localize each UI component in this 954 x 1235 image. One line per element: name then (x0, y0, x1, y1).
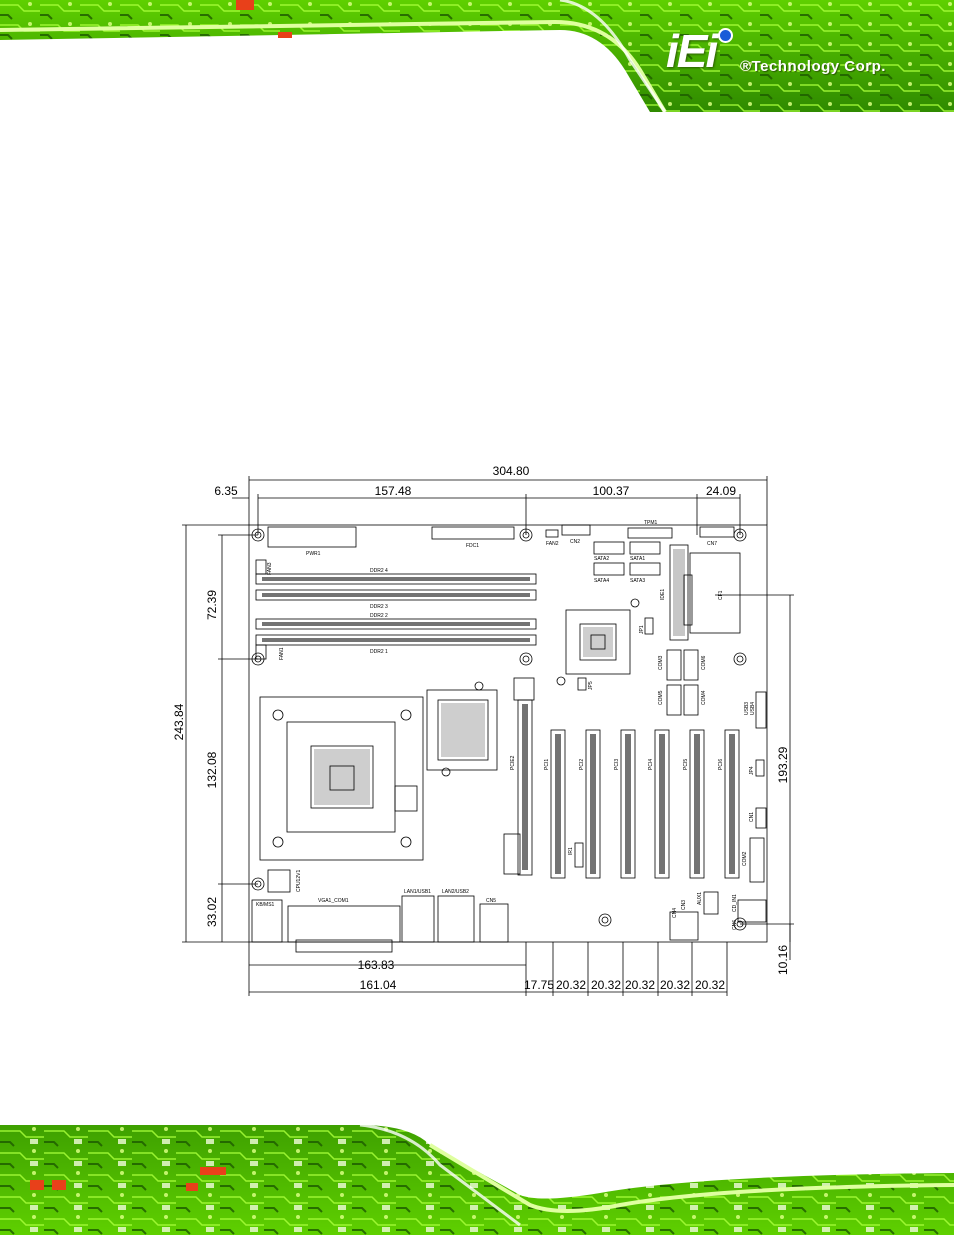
label-pci5: PCI5 (683, 759, 689, 770)
label-sata4: SATA4 (594, 578, 609, 584)
label-com2: COM2 (742, 851, 748, 866)
label-com6: COM6 (701, 655, 707, 670)
label-cf1: CF1 (718, 590, 724, 600)
dim-left-offset: 6.35 (214, 484, 238, 498)
label-jp1: JP1 (639, 625, 645, 634)
label-jp4: JP4 (749, 766, 755, 775)
bottom-banner (0, 1125, 954, 1235)
dim-slot-pitch: 20.32 (556, 978, 586, 992)
label-fan3: FAN3 (267, 562, 273, 575)
dim-slot-pitch: 20.32 (660, 978, 690, 992)
label-pci4: PCI4 (648, 759, 654, 770)
label-sata2: SATA2 (594, 556, 609, 562)
label-pci1: PCI1 (544, 759, 550, 770)
dim-bottom-span: 161.04 (360, 978, 397, 992)
label-ide1: IDE1 (660, 589, 666, 600)
label-pci2: PCI2 (579, 759, 585, 770)
dim-io-span: 163.83 (358, 958, 395, 972)
circuit-board-header-graphic (0, 0, 954, 112)
label-fan1: FAN1 (279, 647, 285, 660)
label-pwr1: PWR1 (306, 551, 321, 557)
dim-slot-pitch: 20.32 (695, 978, 725, 992)
label-lan1usb1: LAN1/USB1 (404, 889, 431, 895)
dim-slot-pitch: 20.32 (591, 978, 621, 992)
dim-hole-span-1: 157.48 (375, 484, 412, 498)
label-jp5: JP5 (588, 681, 594, 690)
dim-width-total: 304.80 (493, 464, 530, 478)
iei-logo-mark: iEi (666, 25, 718, 77)
dim-height-total: 243.84 (172, 703, 186, 740)
label-dimm4: DDR2 4 (370, 568, 388, 574)
label-cn4: CN4 (672, 908, 678, 918)
company-logo: iEi ®Technology Corp. (666, 28, 946, 78)
label-fan2: FAN2 (546, 541, 559, 547)
label-pci6: PCI6 (718, 759, 724, 770)
company-name: ®Technology Corp. (740, 58, 886, 75)
label-cd-in1: CD_IN1 (732, 894, 738, 912)
label-sata1: SATA1 (630, 556, 645, 562)
logo-dot-icon (718, 28, 733, 43)
label-vga-com1: VGA1_COM1 (318, 898, 349, 904)
top-banner: iEi ®Technology Corp. (0, 0, 954, 112)
board-outline (248, 524, 768, 943)
label-tpm1: TPM1 (644, 520, 658, 526)
label-ir1: IR1 (568, 847, 574, 855)
circuit-board-footer-graphic (0, 1125, 954, 1235)
dim-v-seg-top: 72.39 (205, 590, 219, 620)
dim-hole-span-2: 100.37 (593, 484, 630, 498)
label-pci3: PCI3 (614, 759, 620, 770)
dim-right-height: 193.29 (776, 746, 790, 783)
dim-slot-pitch: 20.32 (625, 978, 655, 992)
dim-v-seg-bottom: 33.02 (205, 897, 219, 927)
label-cn3: CN3 (681, 900, 687, 910)
label-cn6: CN6 (732, 920, 738, 930)
label-aux1: AUX1 (697, 892, 703, 905)
label-cn5: CN5 (486, 898, 496, 904)
label-com5: COM5 (658, 690, 664, 705)
label-cn2: CN2 (570, 539, 580, 545)
label-dimm1: DDR2 1 (370, 649, 388, 655)
label-com4: COM4 (701, 690, 707, 705)
dim-hole-span-3: 24.09 (706, 484, 736, 498)
dim-v-seg-mid: 132.08 (205, 751, 219, 788)
label-dimm2: DDR2 2 (370, 613, 388, 619)
label-com3: COM3 (658, 655, 664, 670)
label-sata3: SATA3 (630, 578, 645, 584)
label-cn1: CN1 (749, 812, 755, 822)
label-pcie2: PCIE2 (510, 755, 516, 770)
label-cn7: CN7 (707, 541, 717, 547)
label-usb4: USB4 (750, 702, 756, 715)
label-dimm3: DDR2 3 (370, 604, 388, 610)
label-usb3: USB3 (744, 702, 750, 715)
label-kbms1: KB/MS1 (256, 902, 275, 908)
label-cpu12v1: CPU12V1 (296, 870, 302, 892)
label-fdc1: FDC1 (466, 543, 479, 549)
label-lan2usb2: LAN2/USB2 (442, 889, 469, 895)
dim-right-bottom: 10.16 (776, 945, 790, 975)
dim-slot-first: 17.75 (524, 978, 554, 992)
